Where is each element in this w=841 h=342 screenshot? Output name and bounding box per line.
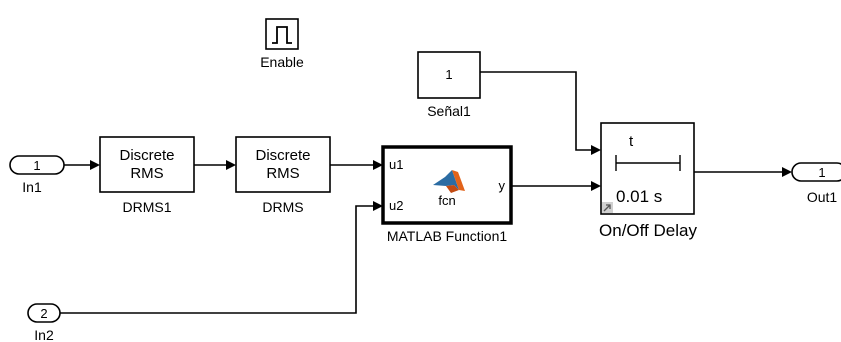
- inport-in2[interactable]: 2 In2: [27, 303, 61, 342]
- arrowhead-out1: [782, 167, 792, 177]
- corner-arrow-icon: [602, 202, 613, 213]
- enable-label: Enable: [260, 54, 304, 70]
- constant-label: Señal1: [427, 103, 471, 119]
- arrowhead-delay-top: [591, 145, 601, 155]
- enable-port-box[interactable]: [265, 18, 299, 50]
- delay-time-value: 0.01 s: [616, 187, 662, 206]
- onoff-delay-label: On/Off Delay: [599, 221, 697, 240]
- arrowhead-delay-bottom: [591, 181, 601, 191]
- arrowhead-drms: [226, 160, 236, 170]
- inport-in2-shape[interactable]: [27, 303, 61, 323]
- drms-line2: RMS: [266, 165, 299, 182]
- delay-interval-icon: [615, 155, 681, 171]
- discrete-rms-block-drms1[interactable]: Discrete RMS DRMS1: [99, 136, 195, 215]
- constant-block-senal1[interactable]: 1 Señal1: [417, 51, 481, 119]
- signal-lines: [60, 71, 792, 314]
- onoff-delay-box[interactable]: [600, 122, 695, 215]
- wire-in2-to-u2[interactable]: [60, 205, 374, 314]
- matlab-function-block[interactable]: u1 u2 y fcn MATLAB Function1: [381, 145, 513, 244]
- port-u1-label: u1: [389, 157, 403, 172]
- outport-out1-number: 1: [818, 165, 825, 180]
- outport-out1[interactable]: 1 Out1: [791, 162, 841, 205]
- wire-senal1-to-delay[interactable]: [480, 71, 592, 151]
- drms1-line1: Discrete: [119, 147, 174, 164]
- drms1-box[interactable]: [99, 136, 195, 193]
- matlab-function-body: fcn: [438, 193, 455, 208]
- drms-label: DRMS: [262, 199, 303, 215]
- drms-line1: Discrete: [255, 147, 310, 164]
- drms1-label: DRMS1: [122, 199, 171, 215]
- drms1-line2: RMS: [130, 165, 163, 182]
- onoff-delay-block[interactable]: t 0.01 s On/Off Delay: [599, 122, 697, 240]
- constant-value: 1: [445, 67, 452, 82]
- enable-port-block[interactable]: Enable: [260, 18, 304, 70]
- drms-box[interactable]: [235, 136, 331, 193]
- arrowhead-u1: [373, 160, 383, 170]
- matlab-function-label: MATLAB Function1: [387, 228, 508, 244]
- inport-in1-shape[interactable]: [9, 155, 65, 175]
- inport-in1[interactable]: 1 In1: [9, 155, 65, 195]
- inport-in1-number: 1: [33, 158, 40, 173]
- arrowhead-u2: [373, 201, 383, 211]
- pulse-icon: [272, 26, 292, 44]
- outport-out1-label: Out1: [807, 189, 838, 205]
- port-y-label: y: [499, 178, 506, 193]
- delay-t-symbol: t: [629, 133, 634, 150]
- inport-in1-label: In1: [22, 179, 42, 195]
- inport-in2-number: 2: [40, 306, 47, 321]
- port-u2-label: u2: [389, 198, 403, 213]
- inport-in2-label: In2: [34, 327, 54, 342]
- matlab-logo-icon: [433, 170, 465, 193]
- outport-out1-shape[interactable]: [791, 162, 841, 182]
- discrete-rms-block-drms[interactable]: Discrete RMS DRMS: [235, 136, 331, 215]
- arrowhead-drms1: [90, 160, 100, 170]
- constant-box[interactable]: [417, 51, 481, 99]
